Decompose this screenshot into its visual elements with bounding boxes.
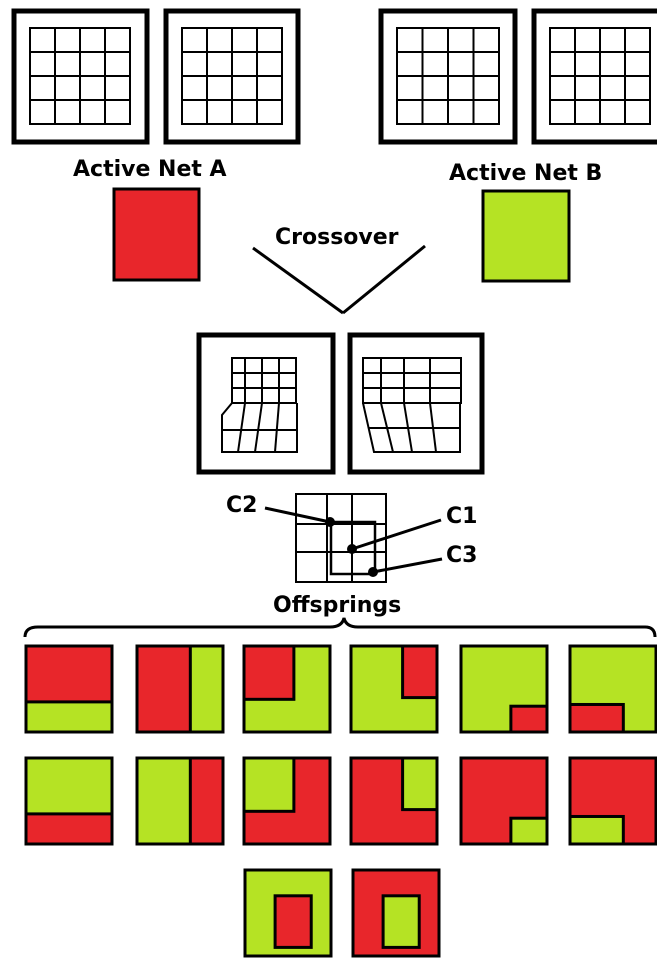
offspring-tile-1: [24, 644, 114, 734]
offspring-tile-7: [24, 756, 114, 846]
grid-icon: [550, 28, 650, 124]
crossover-point-markers: [264, 506, 443, 577]
offspring-tile-8: [135, 756, 225, 846]
c3-label: C3: [446, 543, 478, 568]
crossed-net-frame-2: [347, 332, 485, 475]
net-a-color-square: [112, 187, 201, 282]
net-a-label: Active Net A: [73, 157, 227, 182]
offspring-tile-11: [459, 756, 549, 846]
parent-net-a-frame-2: [163, 8, 301, 145]
parent-net-a-frame-1: [11, 8, 150, 145]
grid-icon: [182, 28, 282, 124]
grid-icon: [397, 28, 499, 124]
offspring-tile-4: [349, 644, 439, 734]
offspring-tile-14: [351, 868, 441, 958]
c1-label: C1: [446, 504, 478, 529]
offspring-tile-12: [568, 756, 657, 846]
offspring-tile-9: [242, 756, 332, 846]
crossed-net-frame-1: [196, 332, 336, 475]
crossover-points-grid: [295, 493, 387, 583]
offspring-tile-3: [242, 644, 332, 734]
crossover-label: Crossover: [275, 225, 399, 250]
crossover-arrows: [252, 244, 426, 315]
offsprings-label: Offsprings: [273, 593, 402, 618]
c2-label: C2: [226, 493, 258, 518]
net-b-color-square: [481, 189, 571, 283]
offsprings-brace: [23, 617, 657, 638]
grid-icon: [30, 28, 130, 124]
offspring-tile-10: [349, 756, 439, 846]
offspring-tile-13: [243, 868, 333, 958]
offspring-tile-2: [135, 644, 225, 734]
offspring-tile-5: [459, 644, 549, 734]
net-b-label: Active Net B: [449, 161, 603, 186]
offspring-tile-6: [568, 644, 657, 734]
offspring-tiles: [24, 644, 657, 958]
parent-net-b-frame-2: [531, 8, 657, 145]
parent-net-b-frame-1: [378, 8, 518, 145]
